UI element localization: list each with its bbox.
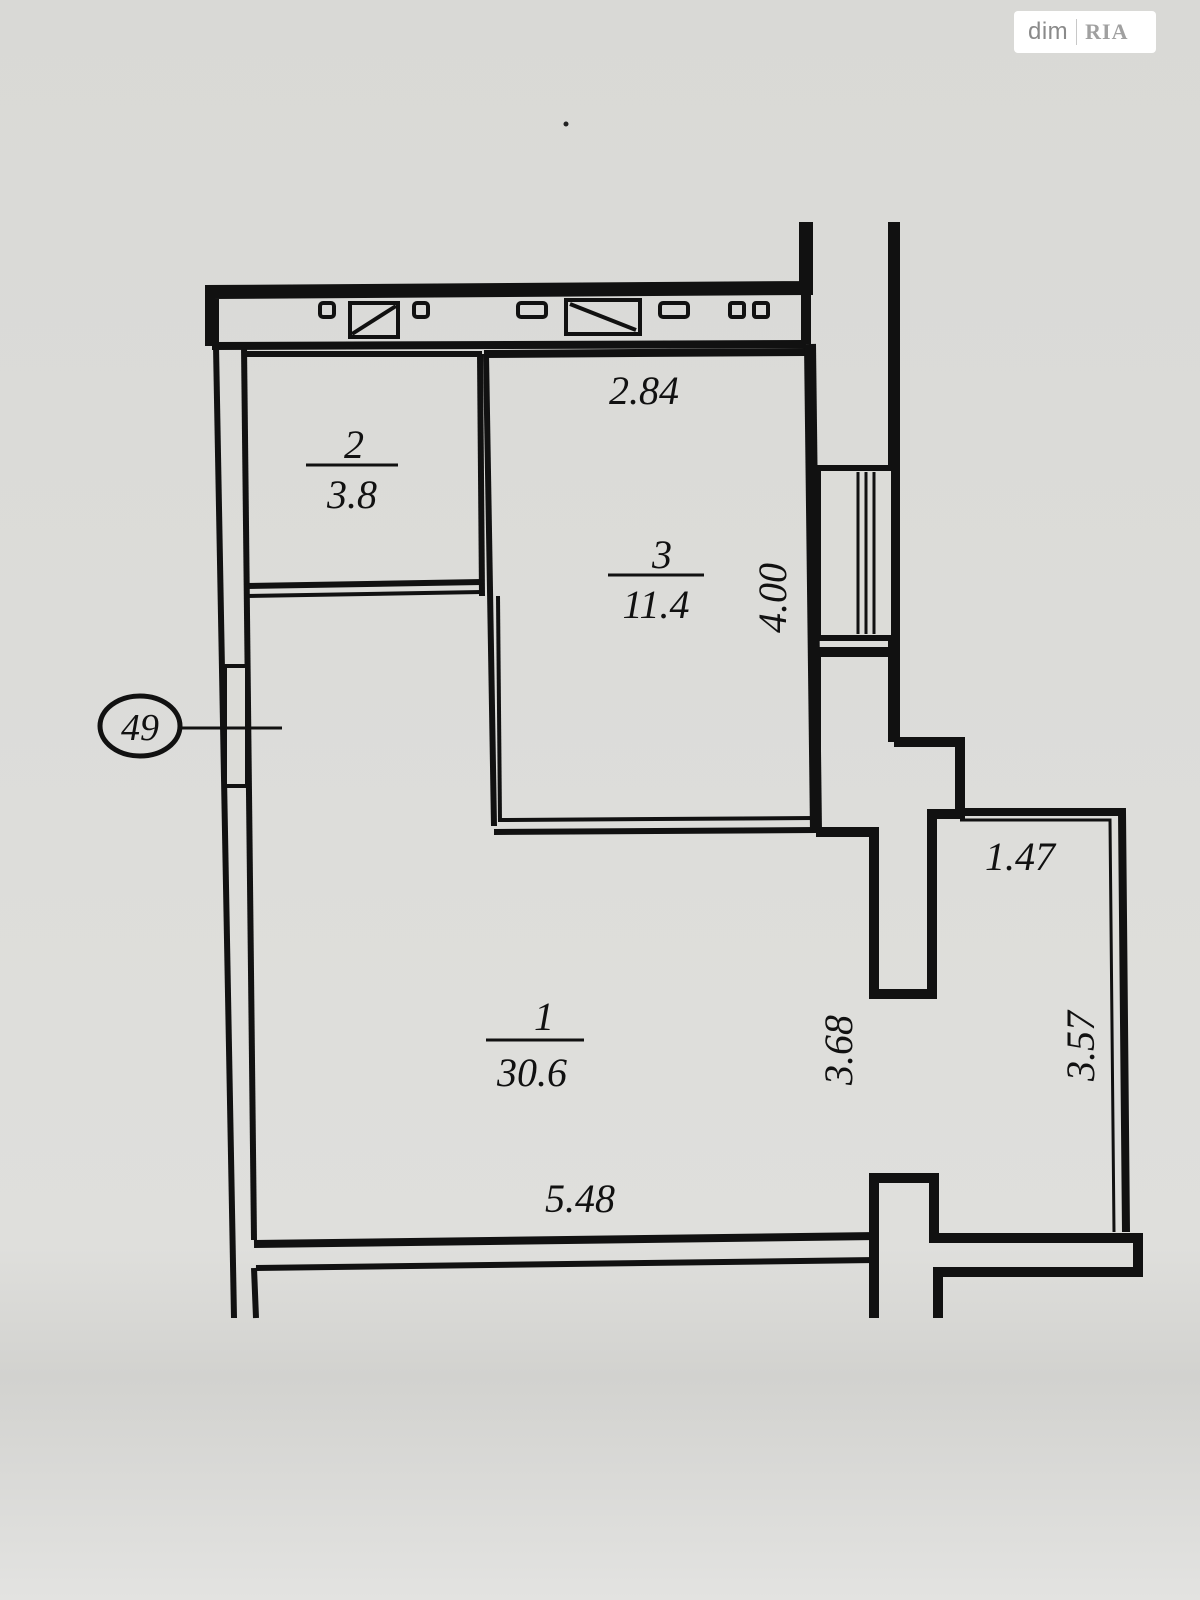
watermark-divider [1076,19,1078,45]
vent-shaft [564,298,642,336]
room-2-area: 3.8 [326,472,377,517]
dimension-balcony-depth: 3.57 [1058,1009,1103,1082]
paper-speck [563,121,569,127]
room-2-walls [244,351,485,598]
vent-shaft [348,301,400,339]
axis-marker-circle [97,693,183,759]
dimension-room3-width: 2.84 [609,368,679,413]
room-3-number: 3 [651,532,672,577]
vent-duct [728,301,746,319]
ventilation-shafts [318,298,770,339]
room-1-walls [253,1232,879,1271]
vent-duct [658,301,690,319]
watermark-brand-left: dim [1028,18,1069,45]
dimria-watermark-logo: dim RIA [1014,11,1156,53]
axis-marker-label: 49 [121,707,159,749]
vent-duct [318,301,336,319]
dimension-room1-width: 5.48 [545,1176,615,1221]
window-right [815,465,897,641]
room-3-label: 3 11.4 [608,532,704,627]
vent-duct [412,301,430,319]
vent-duct [516,301,548,319]
top-wall [205,222,900,742]
left-exterior-wall [213,345,259,1319]
dimension-room1-depth: 3.68 [816,1015,861,1086]
dimension-balcony-width: 1.47 [985,834,1057,879]
axis-marker: 49 [97,693,282,759]
room-1-label: 1 30.6 [486,994,584,1095]
room-1-area: 30.6 [496,1050,567,1095]
balcony-walls [869,808,1143,1318]
room-3-area: 11.4 [622,582,689,627]
room-1-number: 1 [534,994,554,1039]
vent-duct [752,301,770,319]
room-2-label: 2 3.8 [306,422,398,517]
window-left [223,664,249,788]
room-2-number: 2 [344,422,364,467]
structural-column [811,647,965,999]
dimension-room3-depth: 4.00 [750,563,795,633]
watermark-brand-right: RIA [1085,19,1129,44]
